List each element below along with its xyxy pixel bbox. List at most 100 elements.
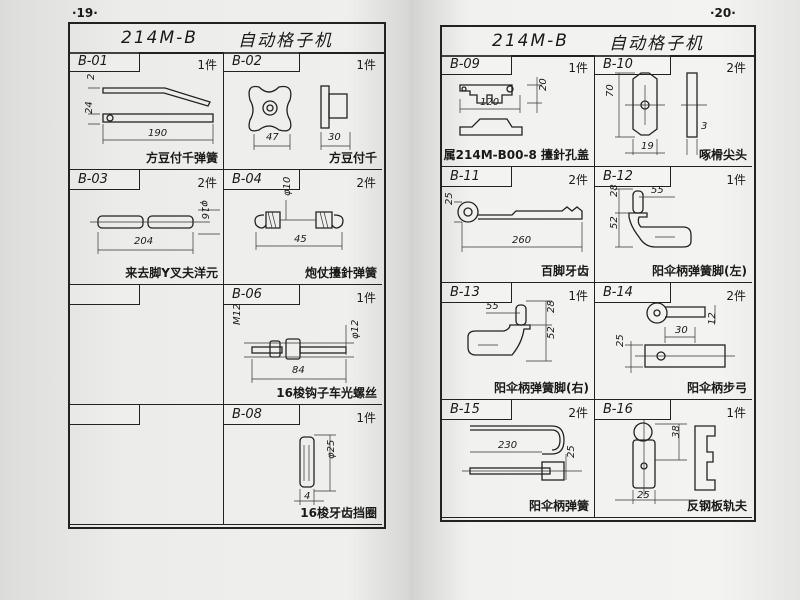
part-code-label: B-02: [224, 52, 300, 72]
dimension-label: φ16: [199, 200, 210, 220]
dimension-label: 2: [86, 73, 97, 80]
dimension-label: 120: [480, 97, 500, 108]
quantity-label: 1件: [356, 58, 376, 72]
part-code-label: B-16: [595, 400, 671, 420]
part-name-caption: 属214M-B00-8 擡針孔盖: [443, 148, 589, 162]
part-code-label: B-13: [442, 283, 512, 303]
dimension-label: 52: [546, 326, 557, 339]
part-code-label: B-11: [442, 167, 512, 187]
quantity-label: 1件: [568, 61, 588, 75]
empty-part-cell: [70, 405, 224, 525]
part-cell-b-16: B-16 1件反钢板轨夫 38 25: [595, 400, 752, 518]
dimension-label: 4: [304, 491, 311, 502]
part-name-caption: 反钢板轨夫: [686, 499, 747, 513]
dimension-label: 55: [486, 301, 499, 312]
dimension-label: 25: [637, 490, 650, 501]
part-drawing: [625, 302, 735, 373]
part-drawing: [454, 201, 583, 252]
empty-part-cell: [70, 285, 224, 405]
part-drawing: [248, 85, 351, 150]
part-code-label: [70, 405, 140, 425]
quantity-label: 1件: [568, 289, 588, 303]
dimension-label: 45: [294, 234, 307, 245]
quantity-label: 1件: [356, 411, 376, 425]
dimension-label: M12: [232, 303, 243, 325]
quantity-label: 2件: [726, 61, 746, 75]
part-code-label: B-06: [224, 285, 300, 305]
part-name-caption: 炮仗擡針弹簧: [304, 266, 377, 280]
sheet-title: 214M-B 自动格子机: [442, 27, 754, 57]
part-code-label: B-09: [442, 55, 512, 75]
part-code-label: B-08: [224, 405, 300, 425]
part-name-caption: 16梭钩子车光螺丝: [276, 386, 377, 400]
part-code-label: B-03: [70, 170, 140, 190]
part-drawing: [615, 188, 692, 248]
dimension-label: 30: [675, 325, 688, 336]
quantity-label: 2件: [568, 406, 588, 420]
part-name-caption: 方豆付千弹簧: [145, 151, 218, 165]
part-drawing: [254, 200, 344, 250]
dimension-label: 70: [605, 84, 616, 97]
part-drawing: [459, 77, 542, 136]
part-cell-b-08: B-08 1件 16梭牙齿挡圈 φ25 4: [224, 405, 382, 525]
part-code-label: [70, 285, 140, 305]
part-drawing: [90, 209, 220, 254]
page-number: ·20·: [710, 6, 736, 20]
dimension-label: 204: [134, 236, 154, 247]
dimension-label: φ12: [350, 319, 361, 339]
machine-name: 自动格子机: [237, 30, 333, 51]
quantity-label: 1件: [726, 173, 746, 187]
part-name-caption: 方豆付千: [328, 151, 377, 165]
dimension-label: 3: [701, 121, 708, 132]
part-cell-b-11: B-11 2件百脚牙齿 25 260: [442, 167, 595, 283]
dimension-label: 25: [566, 445, 577, 458]
part-name-caption: 阳伞柄弹簧: [528, 499, 589, 513]
dimension-label: 25: [444, 192, 455, 205]
page-number: ·19·: [72, 6, 98, 20]
part-drawing: [615, 420, 716, 504]
machine-name: 自动格子机: [608, 33, 704, 54]
dimension-label: 52: [609, 216, 620, 229]
part-code-label: B-14: [595, 283, 671, 303]
dimension-label: 190: [148, 128, 168, 139]
part-code-label: B-01: [70, 52, 140, 72]
part-name-caption: 啄榾尖头: [698, 148, 747, 162]
part-name-caption: 阳伞柄步弓: [686, 381, 747, 395]
part-drawing: [467, 300, 552, 362]
part-code-label: B-15: [442, 400, 512, 420]
part-drawing: [244, 325, 354, 383]
part-cell-b-13: B-13 1件阳伞柄弹簧脚(右) 55 28 52: [442, 283, 595, 400]
dimension-label: φ25: [326, 439, 337, 459]
part-drawing: [88, 87, 214, 144]
dimension-label: 230: [498, 440, 518, 451]
part-code-label: B-04: [224, 170, 300, 190]
quantity-label: 2件: [197, 176, 217, 190]
quantity-label: 1件: [726, 406, 746, 420]
part-name-caption: 阳伞柄弹簧脚(右): [494, 381, 589, 395]
dimension-label: φ10: [282, 176, 293, 196]
part-name-caption: 百脚牙齿: [540, 264, 589, 278]
model-number: 214M-B: [121, 28, 198, 48]
part-drawing: [294, 434, 336, 505]
dimension-label: 28: [609, 184, 620, 197]
model-number: 214M-B: [492, 31, 569, 51]
sheet-title: 214M-B 自动格子机: [70, 24, 384, 54]
quantity-label: 2件: [726, 289, 746, 303]
quantity-label: 2件: [568, 173, 588, 187]
dimension-label: 38: [671, 425, 682, 438]
dimension-label: 28: [546, 300, 557, 313]
dimension-label: 84: [292, 365, 305, 376]
dimension-label: 260: [512, 235, 532, 246]
dimension-label: 30: [328, 132, 341, 143]
part-name-caption: 16梭牙齿挡圈: [300, 506, 377, 520]
part-name-caption: 阳伞柄弹簧脚(左): [652, 264, 747, 278]
